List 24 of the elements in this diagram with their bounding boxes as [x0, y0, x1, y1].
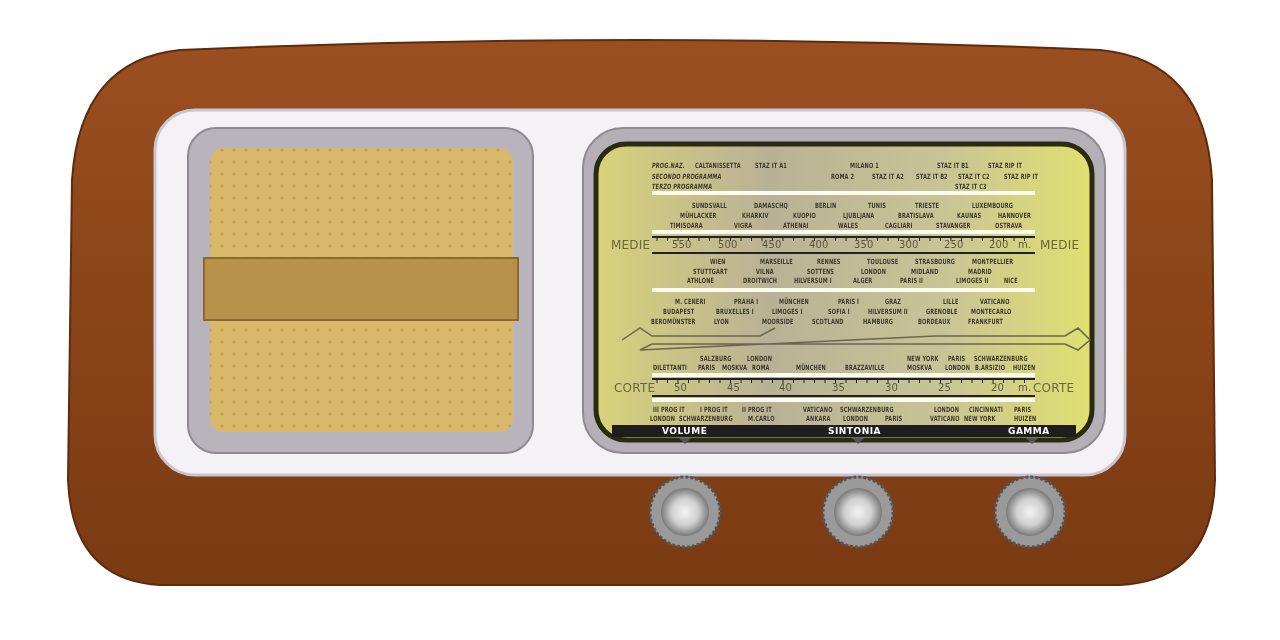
scale-number: 50: [674, 383, 688, 393]
scale-number: 400: [809, 240, 829, 250]
control-label: GAMMA: [1008, 427, 1050, 436]
scale-number: m.: [1018, 383, 1032, 393]
scale-number: 250: [944, 240, 964, 250]
scale-number: 350: [854, 240, 874, 250]
scale-number: 25: [938, 383, 952, 393]
band-label: MEDIE: [1040, 239, 1080, 251]
scale-number: 500: [718, 240, 738, 250]
scale-number: 30: [885, 383, 899, 393]
band-label: MEDIE: [611, 239, 651, 251]
scale-number: 450: [762, 240, 782, 250]
scale-number: 300: [899, 240, 919, 250]
scale-number: 20: [991, 383, 1005, 393]
scale-number: 200: [989, 240, 1009, 250]
scale-number: 550: [672, 240, 692, 250]
control-label: VOLUME: [662, 427, 708, 436]
scale-number: m.: [1018, 240, 1032, 250]
scale-number: 40: [779, 383, 793, 393]
scale-number: 45: [727, 383, 741, 393]
control-label: SINTONIA: [828, 427, 881, 436]
scale-number: 35: [832, 383, 846, 393]
band-label: CORTE: [614, 382, 656, 394]
band-label: CORTE: [1033, 382, 1075, 394]
